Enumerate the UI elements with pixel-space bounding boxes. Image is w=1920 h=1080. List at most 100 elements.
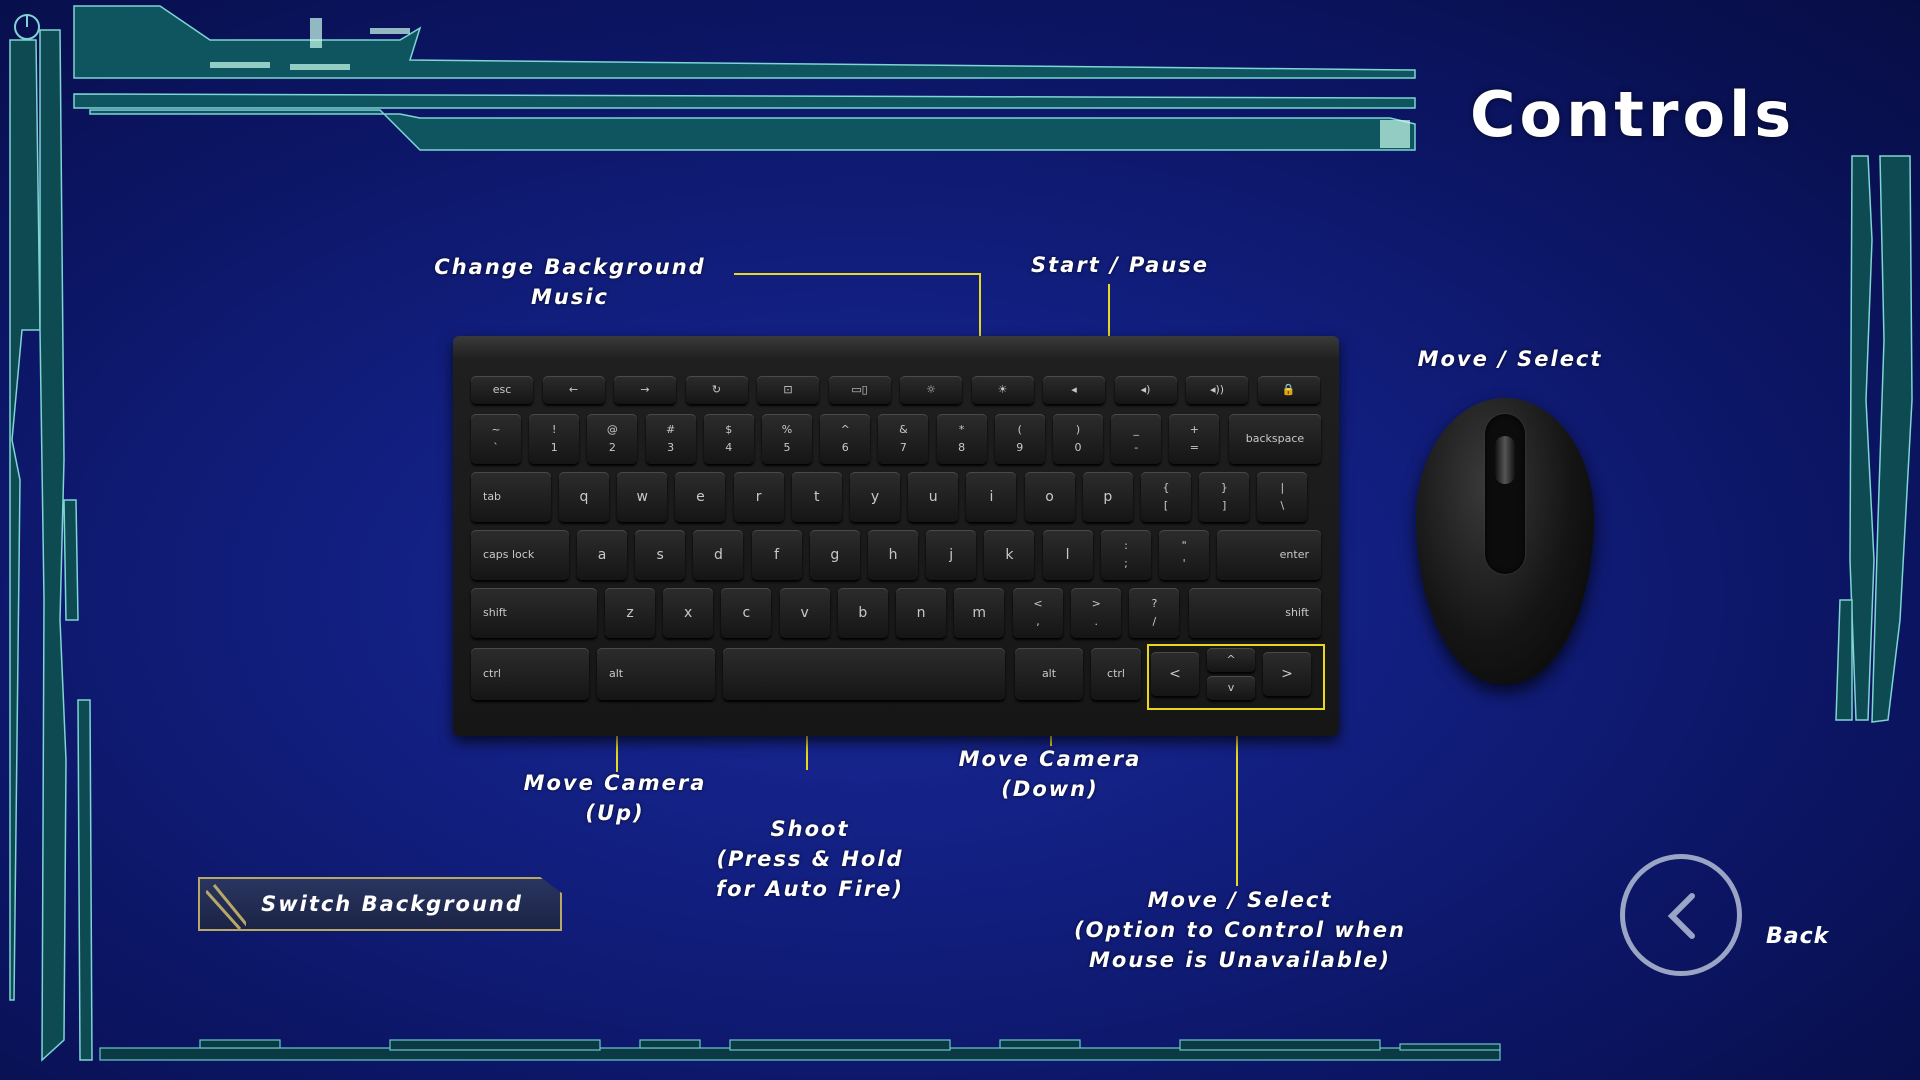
key-num-10: )0 (1053, 414, 1103, 464)
key-num-6: ^6 (820, 414, 871, 464)
key-b: b (837, 588, 888, 638)
key-bracket-0: {[ (1141, 472, 1191, 522)
label-shoot-line3: for Auto Fire) (716, 877, 904, 901)
key-c: c (721, 588, 772, 638)
key-num-4: $4 (703, 414, 754, 464)
key-num-0: ~` (471, 414, 521, 464)
key-k: k (984, 530, 1035, 580)
label-mouse-move-select: Move / Select (1417, 347, 1603, 371)
key-s: s (635, 530, 686, 580)
chevron-left-icon (1667, 893, 1695, 939)
key-n: n (896, 588, 946, 638)
key-z: z (605, 588, 655, 638)
key-caps-lock: caps lock (471, 530, 569, 580)
mouse-image (1416, 398, 1594, 684)
label-change-music-line2: Music (531, 285, 609, 309)
key-x: x (663, 588, 714, 638)
label-shoot: Shoot (Press & Hold for Auto Fire) (680, 814, 940, 904)
key-fn-9: ◂) (1114, 376, 1177, 404)
key-punct-0: :; (1101, 530, 1151, 580)
label-move-camera-down-line2: (Down) (1001, 777, 1099, 801)
key-t: t (791, 472, 842, 522)
key-sym-0: <, (1013, 588, 1063, 638)
key-j: j (926, 530, 977, 580)
label-change-music: Change Background Music (400, 252, 740, 312)
key-arrow-up: ^ (1207, 648, 1255, 672)
switch-background-button[interactable]: Switch Background (198, 877, 562, 931)
key-ctrl-left: ctrl (471, 648, 589, 700)
key-backspace: backspace (1229, 414, 1321, 464)
key-fn-7: ☀ (971, 376, 1034, 404)
back-button[interactable] (1620, 854, 1742, 976)
key-d: d (693, 530, 744, 580)
key-fn-11: 🔒 (1257, 376, 1320, 404)
key-fn-3: ↻ (685, 376, 748, 404)
key-num-5: %5 (762, 414, 812, 464)
key-arrow-down: v (1207, 676, 1255, 700)
key-l: l (1042, 530, 1093, 580)
key-fn-2: → (614, 376, 676, 404)
key-num-8: *8 (936, 414, 987, 464)
key-r: r (733, 472, 784, 522)
key-sym-2: ?/ (1129, 588, 1180, 638)
key-fn-10: ◂)) (1186, 376, 1248, 404)
label-move-camera-down-line1: Move Camera (958, 747, 1142, 771)
label-arrows-line1: Move / Select (1147, 888, 1333, 912)
key-num-2: @2 (587, 414, 638, 464)
arrow-keys-highlight (1147, 644, 1325, 710)
key-f: f (751, 530, 802, 580)
key-bracket-1: }] (1199, 472, 1250, 522)
key-space (723, 648, 1005, 700)
mouse-wheel (1495, 436, 1515, 484)
label-arrows-line3: Mouse is Unavailable) (1088, 948, 1391, 972)
keyboard-image: esc←→↻⊡▭▯☼☀◂◂)◂))🔒~`!1@2#3$4%5^6&7*8(9)0… (453, 336, 1339, 736)
key-v: v (779, 588, 830, 638)
stripes-icon (206, 884, 246, 931)
key-alt-right: alt (1015, 648, 1083, 700)
label-arrows-move-select: Move / Select (Option to Control when Mo… (1030, 885, 1450, 975)
key-y: y (850, 472, 900, 522)
key-e: e (675, 472, 726, 522)
key-h: h (868, 530, 918, 580)
switch-background-label: Switch Background (261, 892, 523, 916)
key-w: w (617, 472, 668, 522)
key-num-11: _- (1111, 414, 1162, 464)
key-num-9: (9 (994, 414, 1045, 464)
key-a: a (577, 530, 627, 580)
key-punct-1: "' (1159, 530, 1210, 580)
mouse-button-slot (1485, 414, 1525, 574)
key-fn-5: ▭▯ (828, 376, 891, 404)
label-start-pause: Start / Pause (1031, 253, 1209, 277)
key-shift-right: shift (1189, 588, 1321, 638)
key-fn-0: esc (471, 376, 533, 404)
key-tab: tab (471, 472, 551, 522)
key-fn-4: ⊡ (757, 376, 819, 404)
key-p: p (1082, 472, 1133, 522)
key-m: m (954, 588, 1005, 638)
key-u: u (908, 472, 959, 522)
page-title: Controls (1470, 78, 1796, 151)
label-move-camera-up-line1: Move Camera (523, 771, 707, 795)
key-arrow-left: < (1151, 652, 1199, 696)
label-change-music-line1: Change Background (434, 255, 706, 279)
label-move-camera-up-line2: (Up) (585, 801, 645, 825)
key-fn-8: ◂ (1043, 376, 1105, 404)
key-arrow-right: > (1263, 652, 1311, 696)
power-icon (14, 14, 40, 40)
back-label[interactable]: Back (1766, 924, 1830, 949)
key-bracket-2: |\ (1257, 472, 1308, 522)
key-i: i (966, 472, 1017, 522)
label-move-camera-up: Move Camera (Up) (480, 768, 750, 828)
key-g: g (809, 530, 860, 580)
key-fn-1: ← (542, 376, 605, 404)
key-num-1: !1 (529, 414, 580, 464)
label-shoot-line1: Shoot (770, 817, 850, 841)
key-enter: enter (1217, 530, 1321, 580)
key-num-7: &7 (878, 414, 929, 464)
label-arrows-line2: (Option to Control when (1074, 918, 1406, 942)
label-move-camera-down: Move Camera (Down) (920, 744, 1180, 804)
key-ctrl-right: ctrl (1091, 648, 1141, 700)
key-alt-left: alt (597, 648, 715, 700)
label-shoot-line2: (Press & Hold (716, 847, 904, 871)
